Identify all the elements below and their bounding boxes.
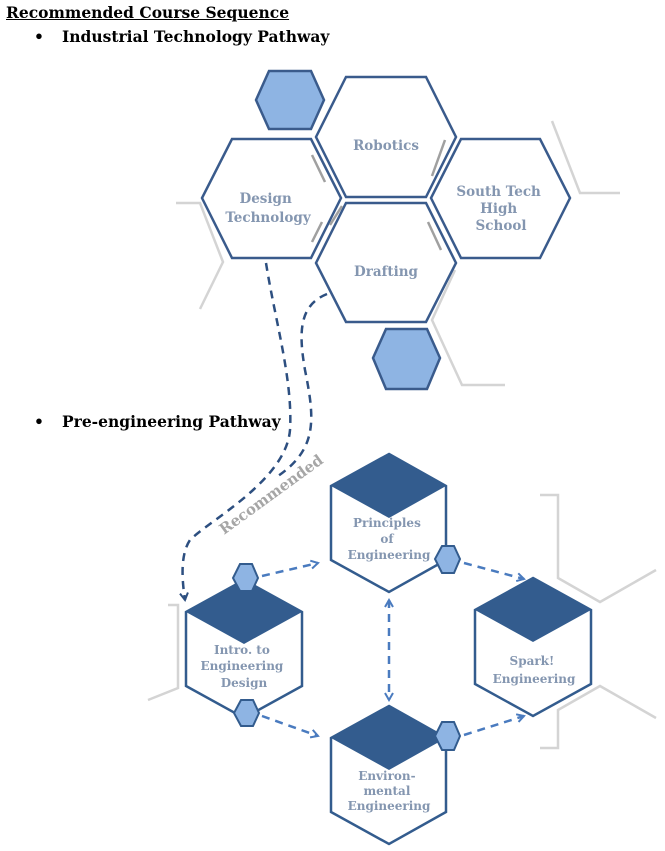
industrial-hex-cluster: Robotics Design Technology Drafting Sout…: [200, 69, 572, 391]
hex-robotics-label: Robotics: [353, 138, 419, 154]
recommended-label: Recommended: [216, 451, 327, 539]
accent-hexagon: [254, 69, 326, 131]
accent-hexagon: [371, 327, 442, 391]
page-title: Recommended Course Sequence: [6, 3, 290, 22]
arrow-principles-to-spark: [463, 561, 524, 579]
cube-principles-label: Principles of Engineering: [348, 516, 431, 562]
cube-intro: [184, 578, 304, 720]
recommended-paths: [183, 262, 328, 600]
hex-design-technology-label: Design Technology: [225, 191, 312, 226]
accent-hexagon: [232, 699, 261, 727]
bullet-icon: •: [34, 412, 44, 431]
arrow-environmental-to-spark: [463, 716, 524, 737]
hex-drafting-label: Drafting: [354, 264, 419, 280]
hex-design-technology: [200, 137, 343, 260]
pathway-preengineering-label: Pre-engineering Pathway: [62, 412, 281, 431]
cube-spark: [473, 576, 593, 718]
accent-hexagon: [433, 545, 462, 574]
accent-hexagon: [231, 563, 260, 592]
hex-drafting: [314, 201, 458, 324]
cube-principles: [329, 452, 448, 594]
hex-south-tech-label: South Tech High School: [456, 184, 545, 234]
hex-robotics: [314, 75, 458, 199]
decor-gray-brackets: [176, 120, 620, 387]
hex-south-tech: [429, 137, 572, 260]
pathway-industrial-label: Industrial Technology Pathway: [62, 27, 330, 46]
engineering-cubes: Principles of Engineering Intro. to Engi…: [184, 452, 593, 846]
cube-spark-label: Spark! Engineering: [493, 654, 576, 686]
accent-hexagon: [433, 721, 462, 751]
flow-arrows: [261, 561, 524, 737]
arrow-intro-to-environmental: [261, 714, 318, 736]
arrow-intro-to-principles: [261, 563, 318, 578]
bullet-icon: •: [34, 27, 44, 46]
cube-environmental-label: Environ- mental Engineering: [348, 769, 431, 813]
decor-gray-brackets-lower: [147, 493, 657, 750]
cube-intro-label: Intro. to Engineering Design: [201, 643, 288, 690]
